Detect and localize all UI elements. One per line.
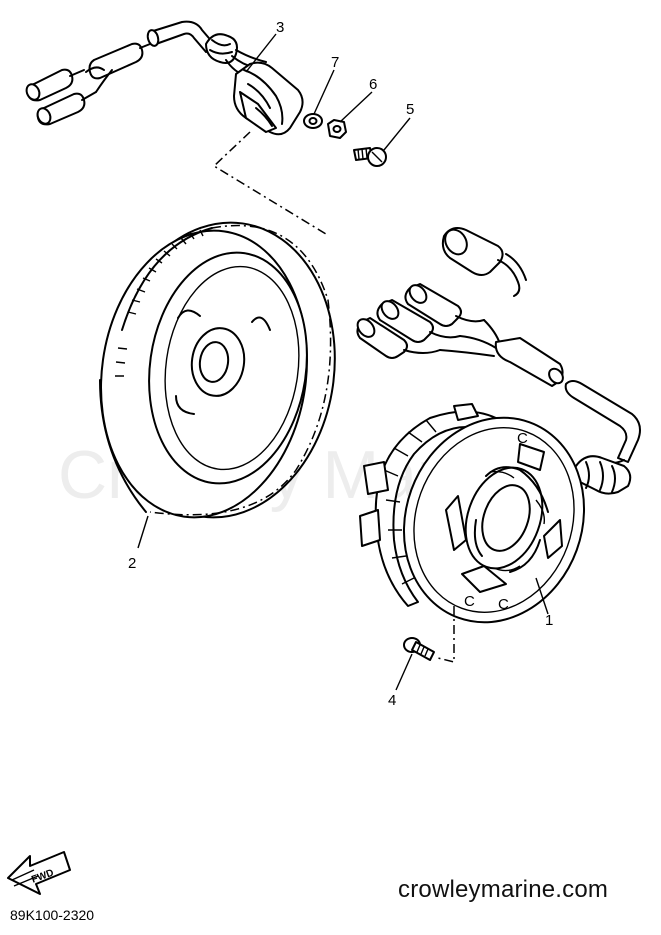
callout-3: 3	[245, 19, 284, 73]
stator-mark-c: C	[464, 593, 475, 610]
flywheel[interactable]	[83, 208, 354, 532]
nut[interactable]	[327, 119, 347, 139]
alignment-line-pulser	[212, 131, 327, 235]
pulser-coil-assembly[interactable]	[24, 20, 304, 136]
svg-text:4: 4	[388, 692, 396, 709]
stator-mark-c: C	[517, 430, 528, 447]
svg-text:1: 1	[545, 612, 553, 629]
screw[interactable]	[353, 147, 387, 167]
svg-text:6: 6	[369, 76, 377, 93]
stator-screw[interactable]	[403, 637, 435, 661]
fwd-arrow-icon: FWD	[7, 851, 71, 895]
site-url: crowleymarine.com	[398, 876, 609, 903]
callout-4: 4	[388, 653, 413, 709]
diagram-code: 89K100-2320	[10, 907, 95, 923]
callout-5: 5	[383, 101, 414, 151]
callout-7: 7	[313, 54, 339, 115]
callout-6: 6	[339, 76, 377, 123]
svg-text:2: 2	[128, 555, 136, 572]
svg-text:5: 5	[406, 101, 414, 118]
stator-assembly[interactable]: C C C	[354, 226, 641, 648]
washer[interactable]	[303, 113, 323, 129]
callout-1: 1	[535, 577, 553, 629]
stator-mark-c: C	[498, 596, 509, 613]
svg-text:3: 3	[276, 19, 284, 36]
callout-2: 2	[128, 515, 149, 572]
svg-text:7: 7	[331, 54, 339, 71]
